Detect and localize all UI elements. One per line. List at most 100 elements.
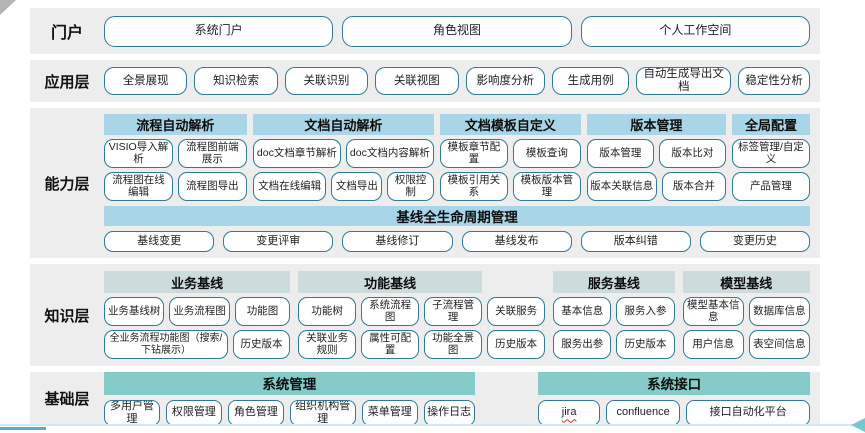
version-merge-button[interactable]: 版本合并: [661, 172, 726, 201]
doc-online-edit-button[interactable]: 文档在线编辑: [252, 172, 327, 201]
system-interface-group: 系统接口 jira confluence 接口自动化平台: [538, 371, 810, 426]
permission-control-button[interactable]: 权限控制: [387, 172, 434, 201]
tablespace-info-button[interactable]: 表空间信息: [748, 330, 811, 359]
global-config-group: 全局配置 标签管理/自定义 产品管理: [731, 114, 810, 201]
doc-content-parse-button[interactable]: doc文档内容解析: [345, 139, 434, 168]
tag-mgmt-button[interactable]: 标签管理/自定义: [731, 139, 810, 168]
change-history-button[interactable]: 变更历史: [699, 231, 811, 252]
operation-log-button[interactable]: 操作日志: [423, 399, 475, 426]
stability-analysis-button[interactable]: 稳定性分析: [738, 67, 810, 95]
relation-identify-button[interactable]: 关联识别: [284, 67, 369, 95]
knowledge-search-button[interactable]: 知识检索: [194, 67, 278, 95]
user-info-button[interactable]: 用户信息: [682, 330, 744, 359]
system-interface-header: 系统接口: [538, 371, 810, 395]
relation-view-button[interactable]: 关联视图: [375, 67, 459, 95]
function-baseline-group: 功能基线 功能树 系统流程图 子流程管理 关联服务 关联业务规则 属性可配置 功…: [298, 271, 546, 359]
application-layer-label: 应用层: [44, 73, 90, 91]
global-config-header: 全局配置: [731, 114, 810, 135]
function-tree-button[interactable]: 功能树: [298, 297, 357, 326]
system-portal-button[interactable]: 系统门户: [104, 15, 334, 47]
service-output-button[interactable]: 服务出参: [553, 330, 612, 359]
role-view-button[interactable]: 角色视图: [342, 15, 572, 47]
doc-export-button[interactable]: 文档导出: [331, 172, 383, 201]
baseline-release-button[interactable]: 基线发布: [461, 231, 572, 252]
flowchart-online-edit-button[interactable]: 流程图在线编辑: [104, 172, 173, 201]
related-business-rule-button[interactable]: 关联业务规则: [298, 330, 357, 359]
baseline-lifecycle-header: 基线全生命周期管理: [104, 206, 810, 226]
basic-info-button[interactable]: 基本信息: [553, 297, 612, 326]
function-chart-button[interactable]: 功能图: [234, 297, 291, 326]
function-panorama-button[interactable]: 功能全景图: [424, 330, 483, 359]
business-baseline-group: 业务基线 业务基线树 业务流程图 功能图 全业务流程功能图（搜索/下钻展示） 历…: [104, 271, 291, 359]
layer-knowledge: 知识层 业务基线 业务基线树 业务流程图 功能图 全业务流程功能图（搜索/下钻展…: [30, 264, 820, 366]
confluence-button[interactable]: confluence: [606, 399, 681, 426]
database-info-button[interactable]: 数据库信息: [748, 297, 811, 326]
layer-base: 基础层 系统管理 多用户管理 权限管理 角色管理 组织机构管理 菜单管理 操作日…: [30, 371, 820, 426]
flowchart-export-button[interactable]: 流程图导出: [177, 172, 247, 201]
generate-usecase-button[interactable]: 生成用例: [552, 67, 630, 95]
service-baseline-group: 服务基线 基本信息 服务入参 服务出参 历史版本: [553, 271, 675, 359]
doc-chapter-parse-button[interactable]: doc文档章节解析: [252, 139, 341, 168]
version-mgmt-button[interactable]: 版本管理: [586, 139, 654, 168]
system-mgmt-header: 系统管理: [104, 371, 475, 395]
history-version-button[interactable]: 历史版本: [487, 330, 546, 359]
multi-user-mgmt-button[interactable]: 多用户管理: [104, 399, 160, 426]
permission-mgmt-button[interactable]: 权限管理: [165, 399, 222, 426]
doc-parse-header: 文档自动解析: [252, 114, 434, 135]
bottom-flow-line: [0, 424, 852, 426]
model-baseline-header: 模型基线: [682, 271, 810, 293]
knowledge-layer-label: 知识层: [44, 307, 90, 325]
auto-export-doc-button[interactable]: 自动生成导出文档: [636, 67, 732, 95]
interface-automation-platform-button[interactable]: 接口自动化平台: [686, 399, 810, 426]
system-mgmt-group: 系统管理 多用户管理 权限管理 角色管理 组织机构管理 菜单管理 操作日志: [104, 371, 475, 426]
change-review-button[interactable]: 变更评审: [223, 231, 334, 252]
visio-import-button[interactable]: VISIO导入解析: [104, 139, 173, 168]
version-relation-info-button[interactable]: 版本关联信息: [586, 172, 657, 201]
model-basic-info-button[interactable]: 模型基本信息: [682, 297, 744, 326]
layer-application: 应用层 全景展现 知识检索 关联识别 关联视图 影响度分析 生成用例 自动生成导…: [30, 60, 820, 102]
version-mgmt-header: 版本管理: [586, 114, 726, 135]
flowchart-front-display-button[interactable]: 流程图前端展示: [177, 139, 247, 168]
personal-workspace-button[interactable]: 个人工作空间: [580, 15, 810, 47]
business-baseline-header: 业务基线: [104, 271, 291, 293]
system-flowchart-button[interactable]: 系统流程图: [361, 297, 420, 326]
attribute-config-button[interactable]: 属性可配置: [361, 330, 420, 359]
subflow-mgmt-button[interactable]: 子流程管理: [424, 297, 483, 326]
bottom-flow-line-accent: [0, 427, 46, 430]
related-service-button[interactable]: 关联服务: [487, 297, 546, 326]
service-baseline-header: 服务基线: [553, 271, 675, 293]
left-arrow-icon: [851, 418, 865, 432]
portal-layer-label: 门户: [50, 25, 83, 42]
baseline-revise-button[interactable]: 基线修订: [342, 231, 453, 252]
baseline-change-button[interactable]: 基线变更: [104, 231, 215, 252]
product-mgmt-button[interactable]: 产品管理: [731, 172, 810, 201]
template-query-button[interactable]: 模板查询: [512, 139, 581, 168]
template-reference-button[interactable]: 模板引用关系: [439, 172, 508, 201]
flow-parse-group: 流程自动解析 VISIO导入解析 流程图前端展示 流程图在线编辑 流程图导出: [104, 114, 247, 201]
version-compare-button[interactable]: 版本比对: [658, 139, 726, 168]
corner-wedge-decoration: [0, 0, 16, 15]
role-mgmt-button[interactable]: 角色管理: [227, 399, 284, 426]
layer-portal: 门户 系统门户 角色视图 个人工作空间: [30, 8, 820, 54]
doc-template-group: 文档模板自定义 模板章节配置 模板查询 模板引用关系 模板版本管理: [439, 114, 581, 201]
template-version-mgmt-button[interactable]: 模板版本管理: [512, 172, 581, 201]
version-mgmt-group: 版本管理 版本管理 版本比对 版本关联信息 版本合并: [586, 114, 726, 201]
full-business-flow-map-button[interactable]: 全业务流程功能图（搜索/下钻展示）: [104, 330, 228, 359]
service-input-button[interactable]: 服务入参: [616, 297, 675, 326]
model-baseline-group: 模型基线 模型基本信息 数据库信息 用户信息 表空间信息: [682, 271, 811, 359]
doc-template-header: 文档模板自定义: [439, 114, 581, 135]
version-correction-button[interactable]: 版本纠错: [580, 231, 691, 252]
template-chapter-config-button[interactable]: 模板章节配置: [439, 139, 508, 168]
business-flowchart-button[interactable]: 业务流程图: [169, 297, 230, 326]
history-version-button[interactable]: 历史版本: [616, 330, 675, 359]
impact-analysis-button[interactable]: 影响度分析: [465, 67, 546, 95]
jira-label: jira: [561, 406, 577, 419]
menu-mgmt-button[interactable]: 菜单管理: [361, 399, 418, 426]
org-structure-mgmt-button[interactable]: 组织机构管理: [289, 399, 356, 426]
base-layer-label: 基础层: [44, 391, 90, 408]
history-version-button[interactable]: 历史版本: [232, 330, 291, 359]
jira-button[interactable]: jira: [538, 399, 600, 426]
business-baseline-tree-button[interactable]: 业务基线树: [104, 297, 165, 326]
panorama-display-button[interactable]: 全景展现: [104, 67, 188, 95]
